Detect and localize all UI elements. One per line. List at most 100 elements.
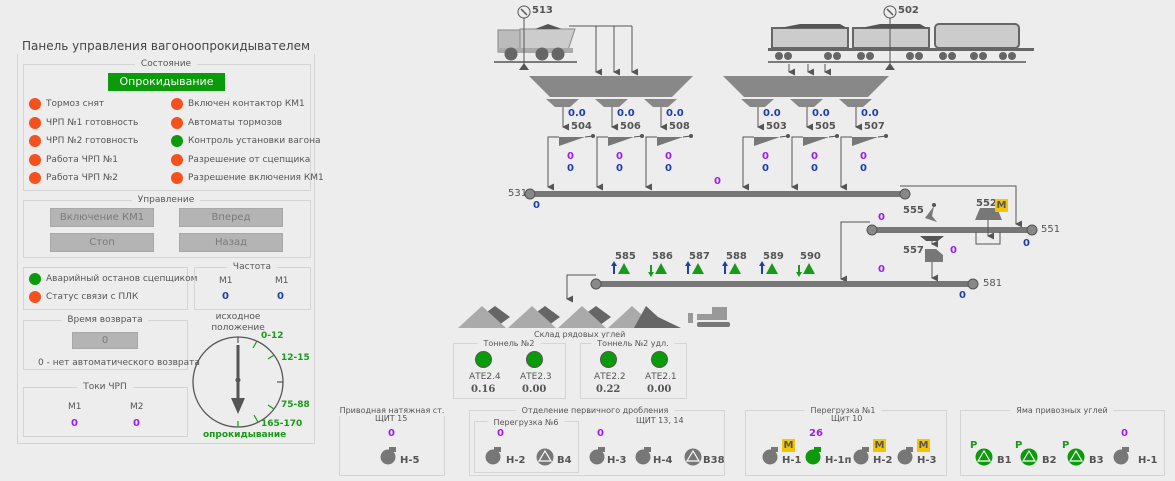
return-time-input[interactable]: 0 [72,332,138,349]
feeder-value-2: 0 [860,163,867,174]
pump-n4-icon[interactable] [635,447,653,465]
ate-lamp [475,351,492,368]
conveyor-551-load: 0 [878,212,885,223]
ate-lamp [526,351,543,368]
feeder-label: 505 [815,121,836,132]
pump-Н-1п-icon[interactable] [805,447,823,465]
pump-Н-1-icon[interactable] [762,447,780,465]
currents-group [23,387,188,437]
state-lamp [171,116,183,129]
pump-n1-pit-icon[interactable] [1113,447,1131,465]
tunnel-2-group [453,343,566,399]
dial-top-label: исходное положение [211,312,265,333]
scale-502-label: 502 [898,5,919,16]
group-coal-pit-value: 0 [1121,428,1128,439]
ate-value: 0.00 [647,384,672,395]
pump-n5-icon[interactable] [380,447,398,465]
alarms-group [23,267,188,310]
crusher-552-label: 552 [976,198,997,209]
group-transfer-6-legend: Перегрузка №6 [487,417,565,428]
pump-n3-icon[interactable] [589,447,607,465]
manual-mode-badge: М [917,439,930,452]
feeder-value-1: 0 [616,151,623,162]
tripper-590 [796,263,815,277]
state-lamp [29,98,41,110]
feeder-label: 503 [766,121,787,132]
conveyor-551-speed: 0 [1023,238,1030,249]
equipment-label: В1 [997,455,1012,466]
bulldozer-icon [688,307,730,327]
group-drive-station-value: 0 [388,428,395,439]
separator-557-value: 0 [950,245,957,256]
feeder-value-2: 0 [616,163,623,174]
panel-title: Панель управления вагоноопрокидывателем [15,39,317,54]
scale-513-icon [517,5,531,70]
dial-bottom-label: опрокидывание [203,430,287,440]
control-legend: Управление [131,195,201,206]
group-shield-13-14-legend: ЩИТ 13, 14 [636,416,684,425]
tunnel-2-ext-legend: Тоннель №2 удл. [591,338,675,349]
fan-В1-icon[interactable] [975,448,993,466]
feeder-505 [791,107,839,191]
current-m1-value: 0 [71,418,78,429]
feeder-rate: 0.0 [568,108,586,119]
feeder-value-2: 0 [567,163,574,174]
feeder-506 [596,107,644,191]
group-transfer-1-value: 26 [809,428,823,439]
manual-mode-badge: М [873,439,886,452]
forward-button[interactable]: Вперед [179,208,283,227]
tilt-position-dial [192,336,284,428]
conveyor-531-load: 0 [714,176,721,187]
back-button[interactable]: Назад [179,233,283,252]
pump-Н-3-icon[interactable] [897,447,915,465]
equipment-label: В4 [557,455,572,466]
km1-on-button[interactable]: Включение КМ1 [50,208,154,227]
state-legend: Состояние [134,59,198,70]
feeder-label: 504 [571,121,592,132]
separator-557-icon [925,249,943,262]
state-lamp [29,153,41,166]
equipment-label: В38 [703,455,725,466]
remote-mode-label: Р [1062,440,1070,451]
feeder-508 [645,107,693,191]
tripper-588 [722,261,741,274]
group-transfer-1-legend: Перегрузка №1 [804,405,882,416]
stop-button[interactable]: Стоп [50,233,154,252]
fan-b4-icon[interactable] [536,448,554,466]
scale-502-icon [883,5,897,70]
state-lamp [29,135,41,147]
plc-link-label: Статус связи с ПЛК [46,292,139,302]
emergency-stop-label: Аварийный останов сцепщиком [46,274,198,284]
ate-value: 0.16 [471,384,496,395]
state-label: Автоматы тормозов [188,117,283,128]
fan-b38-icon[interactable] [684,448,702,466]
equipment-label: Н-1 [782,455,802,466]
currents-legend: Токи ЧРП [77,382,133,393]
state-label: Контроль установки вагона [188,136,321,146]
tripper-label: 588 [726,251,747,262]
state-lamp [171,153,183,166]
process-scheme [458,5,1038,328]
group-coal-pit-legend: Яма привозных углей [1010,405,1114,416]
feeder-value-2: 0 [665,163,672,174]
plc-link-lamp [29,291,41,303]
pump-n2-icon[interactable] [485,447,503,465]
train-icon [768,23,1034,63]
state-lamp [29,116,41,129]
return-time-legend: Время возврата [61,315,149,326]
pump-Н-2-icon[interactable] [853,447,871,465]
feeder-rate: 0.0 [763,108,781,119]
feeder-504 [547,107,595,191]
feeder-label: 506 [620,121,641,132]
feeder-507 [840,107,888,191]
state-label: Разрешение включения КМ1 [188,173,324,183]
state-lamp [171,172,183,184]
remote-mode-label: Р [970,440,978,451]
tripper-587 [685,261,704,274]
fan-В2-icon[interactable] [1020,448,1038,466]
crusher-552-icon [975,208,1002,245]
freq-m2-value: 0 [277,291,284,302]
fan-В3-icon[interactable] [1067,448,1085,466]
dump-truck-icon [494,24,577,63]
feeder-value-1: 0 [811,151,818,162]
